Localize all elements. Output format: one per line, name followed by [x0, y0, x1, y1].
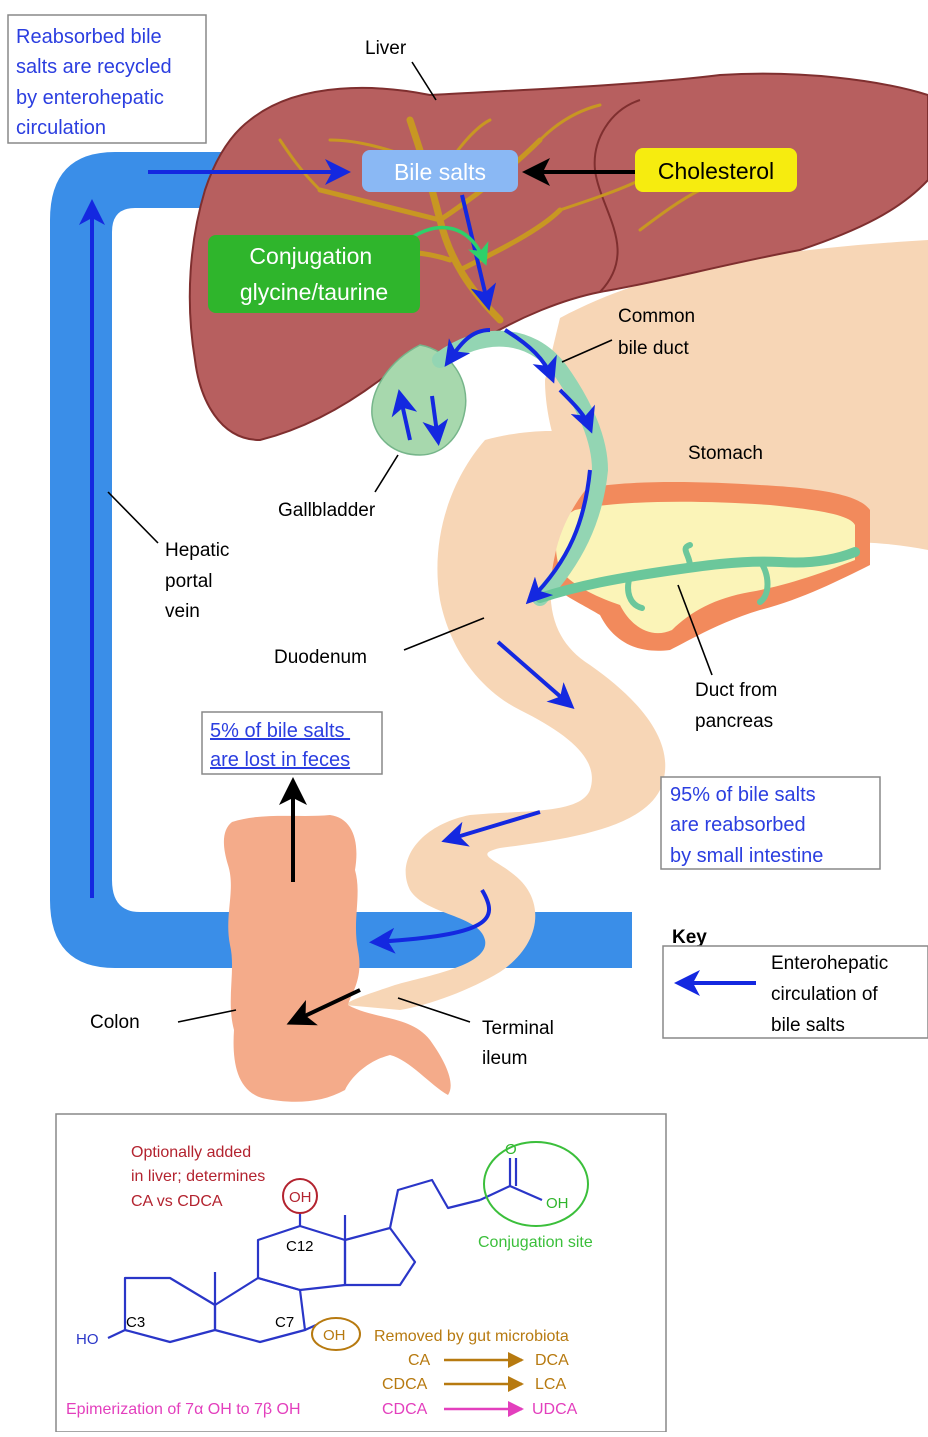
ho-label: HO — [76, 1331, 99, 1348]
oh-7-text: OH — [323, 1327, 346, 1344]
gallbladder-label: Gallbladder — [278, 500, 376, 521]
duodenum-label: Duodenum — [274, 647, 367, 668]
conjugation-site-label: Conjugation site — [478, 1234, 593, 1251]
oh-12-text: OH — [289, 1189, 312, 1206]
liver-label: Liver — [365, 38, 407, 59]
conversion-1-to: DCA — [535, 1352, 569, 1369]
carboxyl-oh: OH — [546, 1195, 569, 1212]
terminal-ileum-label: Terminal ileum — [482, 1018, 559, 1069]
conversion-2-to: LCA — [535, 1376, 566, 1393]
c3-label: C3 — [126, 1314, 145, 1331]
hepatic-portal-vein-label: Hepatic portal vein — [165, 540, 235, 622]
key-title: Key — [672, 927, 707, 948]
molecule-panel — [56, 1114, 666, 1432]
conversion-2-from: CDCA — [382, 1376, 428, 1393]
stomach-label: Stomach — [688, 443, 763, 464]
c7-label: C7 — [275, 1314, 294, 1331]
epimerization-label: Epimerization of 7α OH to 7β OH — [66, 1401, 301, 1418]
cholesterol-label: Cholesterol — [658, 158, 774, 184]
c12-label: C12 — [286, 1238, 314, 1255]
bile-salts-label: Bile salts — [394, 159, 486, 185]
conversion-1-from: CA — [408, 1352, 431, 1369]
epimerization-to: UDCA — [532, 1401, 578, 1418]
removed-note: Removed by gut microbiota — [374, 1328, 569, 1345]
colon-label: Colon — [90, 1012, 140, 1033]
duct-pancreas-label: Duct from pancreas — [695, 680, 783, 732]
epimerization-from: CDCA — [382, 1401, 428, 1418]
reabsorbed-95-text: 95% of bile salts are reabsorbed by smal… — [670, 784, 823, 867]
